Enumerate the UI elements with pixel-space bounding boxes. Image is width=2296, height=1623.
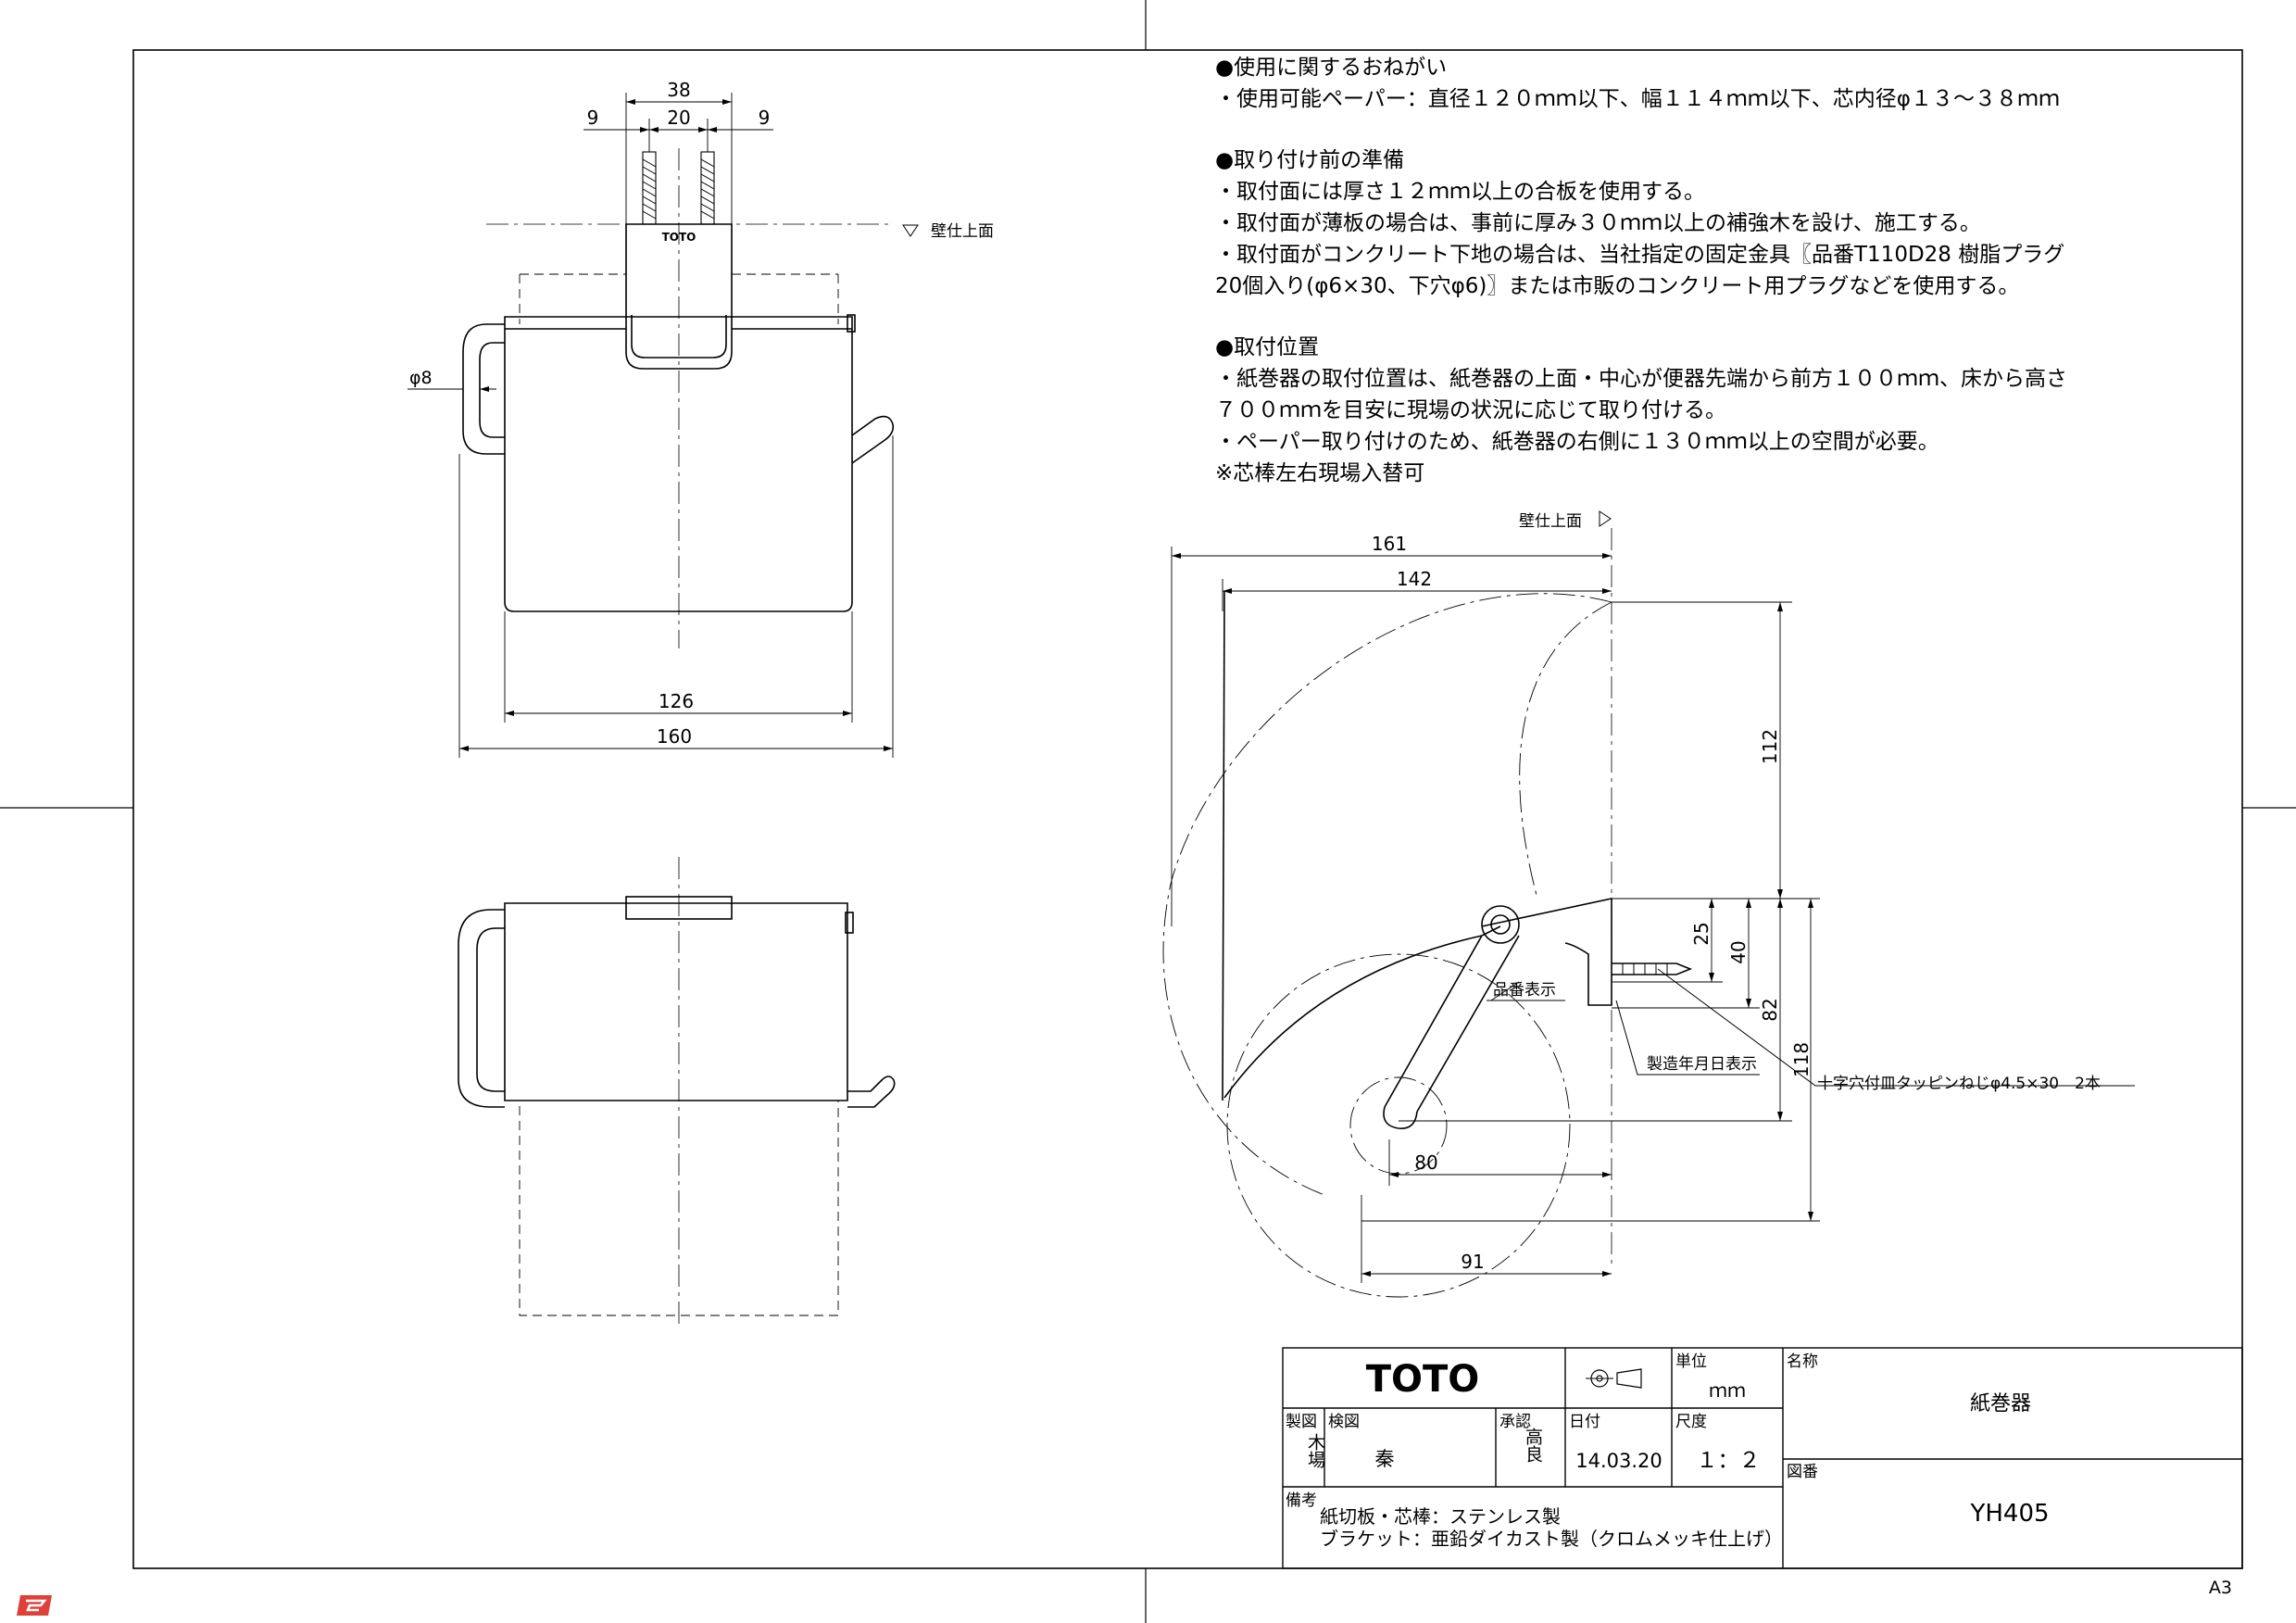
manufacture-date-label: 製造年月日表示 [1647, 1055, 1757, 1074]
title-block-text: TOTO 単位 ｍｍ 名称 紙巻器 製図 木場 検図 秦 承認 高良 日付 14… [1286, 1352, 2232, 1598]
side-view-dimensions [1171, 510, 2135, 1283]
dim-160: 160 [657, 725, 692, 748]
wall-surface-label-side: 壁仕上面 [1519, 512, 1582, 531]
dim-91: 91 [1461, 1251, 1484, 1273]
dim-20: 20 [667, 107, 690, 129]
front-view-labels: 38 20 9 9 壁仕上面 TOTO φ8 126 160 [409, 79, 994, 748]
dim-112: 112 [1759, 729, 1781, 764]
position-item: ・紙巻器の取付位置は、紙巻器の上面・中心が便器先端から前方１００ｍｍ、床から高さ [1215, 367, 2067, 391]
part-number-label: 品番表示 [1493, 981, 1556, 1000]
prep-item: ・取付面が薄板の場合は、事前に厚み３０ｍｍ以上の補強木を設け、施工する。 [1215, 211, 1981, 235]
remarks-line-2: ブラケット：亜鉛ダイカスト製（クロムメッキ仕上げ） [1320, 1528, 1783, 1550]
front-view-dimensions [408, 93, 919, 758]
remarks-line-1: 紙切板・芯棒：ステンレス製 [1320, 1505, 1561, 1528]
name-value: 紙巻器 [1970, 1392, 2031, 1415]
dim-82: 82 [1759, 998, 1781, 1021]
scale-label: 尺度 [1675, 1413, 1707, 1431]
position-title: ●取付位置 [1215, 335, 1320, 359]
front-view [462, 148, 895, 648]
drawn-label: 製図 [1286, 1413, 1317, 1431]
prep-item: ・取付面には厚さ１２ｍｍ以上の合板を使用する。 [1215, 180, 1705, 204]
corner-logo-icon [17, 1595, 52, 1616]
name-label: 名称 [1787, 1352, 1818, 1371]
checked-label: 検図 [1328, 1413, 1360, 1431]
usage-item: ・使用可能ペーパー：直径１２０ｍｍ以下、幅１１４ｍｍ以下、芯内径φ１３～３８ｍｍ [1215, 87, 2060, 111]
dim-phi8: φ8 [409, 368, 433, 388]
dim-9-right: 9 [759, 107, 771, 129]
drawing-number-value: YH405 [1969, 1500, 2049, 1528]
dim-25: 25 [1690, 922, 1713, 945]
position-item: ※芯棒左右現場入替可 [1215, 461, 1425, 485]
prep-item: 20個入り(φ6×30、下穴φ6)〗または市販のコンクリート用プラグなどを使用す… [1215, 274, 2020, 298]
dim-9-left: 9 [587, 107, 599, 129]
drawing-number-label: 図番 [1787, 1463, 1818, 1481]
side-view-labels: 壁仕上面 161 142 112 25 40 82 118 80 91 品番表示… [1372, 512, 2101, 1273]
unit-value: ｍｍ [1709, 1379, 1746, 1402]
top-view [458, 857, 896, 1325]
screw-label: 十字穴付皿タッピンねじφ4.5×30 2本 [1817, 1075, 2101, 1093]
dim-161: 161 [1372, 533, 1407, 555]
date-label: 日付 [1569, 1413, 1600, 1431]
wall-surface-label: 壁仕上面 [931, 222, 994, 241]
title-brand: TOTO [1366, 1358, 1480, 1401]
unit-label: 単位 [1675, 1352, 1707, 1371]
dim-142: 142 [1397, 568, 1432, 590]
dim-118: 118 [1790, 1042, 1813, 1077]
prep-item: ・取付面がコンクリート下地の場合は、当社指定の固定金具〖品番T110D28 樹脂… [1215, 243, 2065, 267]
dim-80: 80 [1414, 1151, 1437, 1174]
checked-value: 秦 [1375, 1448, 1395, 1470]
position-item: ７００ｍｍを目安に現場の状況に応じて取り付ける。 [1215, 398, 1726, 422]
brand-mark: TOTO [662, 231, 696, 244]
approved-label: 承認 [1499, 1413, 1531, 1431]
side-view [1162, 528, 1693, 1298]
remarks-label: 備考 [1286, 1491, 1317, 1510]
dim-38: 38 [667, 79, 690, 101]
date-value: 14.03.20 [1575, 1450, 1662, 1472]
usage-title: ●使用に関するおねがい [1215, 56, 1448, 80]
dim-126: 126 [659, 690, 694, 712]
scale-value: １：２ [1697, 1449, 1761, 1473]
dim-40: 40 [1727, 940, 1750, 963]
drawn-value: 木場 [1305, 1433, 1325, 1469]
position-item: ・ペーパー取り付けのため、紙巻器の右側に１３０ｍｍ以上の空間が必要。 [1215, 430, 1939, 454]
title-block [1282, 1347, 2243, 1569]
approved-value: 高良 [1523, 1428, 1543, 1463]
sheet-size: A3 [2209, 1578, 2232, 1598]
usage-notes: ●使用に関するおねがい ・使用可能ペーパー：直径１２０ｍｍ以下、幅１１４ｍｍ以下… [1215, 52, 2234, 489]
prep-title: ●取り付け前の準備 [1215, 148, 1405, 172]
